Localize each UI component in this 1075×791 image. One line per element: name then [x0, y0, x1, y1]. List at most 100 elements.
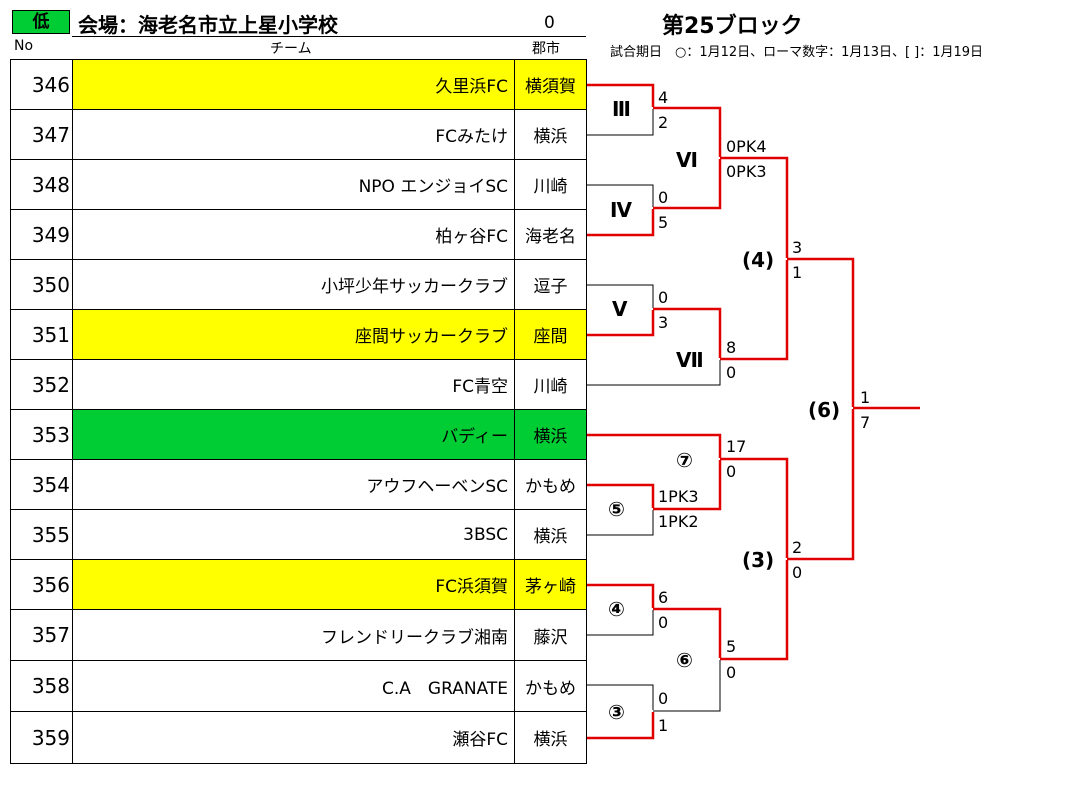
score-top: 0PK4: [726, 137, 767, 156]
match-label: (3): [742, 548, 775, 572]
score-bottom: 7: [860, 413, 871, 432]
team-city: 茅ヶ崎: [515, 560, 586, 609]
score-top: 2: [792, 538, 803, 557]
winner-line: [587, 310, 655, 337]
team-name: 柏ヶ谷FC: [73, 210, 515, 259]
score-bottom: 5: [658, 213, 669, 232]
winner-line: [587, 483, 655, 508]
team-city: 横浜: [515, 410, 586, 459]
winner-line: [653, 460, 722, 511]
match-label: ④: [608, 597, 625, 621]
team-city: 藤沢: [533, 627, 568, 648]
match-label: ③: [608, 700, 625, 724]
score-top: 6: [658, 588, 669, 607]
score-top: 1PK3: [658, 487, 699, 506]
team-name: 瀬谷FC: [73, 712, 515, 763]
score-bottom: 0: [792, 563, 803, 582]
title-underline: [72, 36, 586, 37]
match-label: Ⅵ: [676, 148, 698, 172]
score-bottom: 1: [658, 716, 669, 735]
header-zero-value: 0: [544, 13, 555, 33]
winner-line: [587, 83, 655, 107]
score-top: 17: [726, 437, 747, 456]
score-bottom: 0: [726, 363, 737, 382]
team-number: 359: [11, 712, 73, 763]
score-bottom: 3: [658, 313, 669, 332]
team-number: 348: [11, 160, 73, 209]
score-top: 0: [658, 288, 669, 307]
winner-line: [720, 560, 789, 661]
team-city: 川崎: [533, 377, 568, 397]
bracket-line: [653, 660, 721, 712]
team-name: FCみたけ: [73, 110, 515, 159]
team-name: C.A GRANATE: [73, 661, 515, 711]
score-top: 0: [658, 689, 669, 708]
bracket-line: [587, 360, 721, 386]
winner-line: [787, 257, 855, 407]
level-badge: 低: [12, 10, 70, 34]
bracket-line: [587, 610, 654, 636]
winner-line: [787, 409, 855, 561]
block-title: 第25ブロック: [662, 14, 803, 39]
score-top: 1: [860, 388, 871, 407]
team-city: 横浜: [533, 730, 568, 750]
team-name: NPO エンジョイSC: [73, 160, 515, 209]
column-header-team: チーム: [270, 41, 312, 57]
score-top: 4: [658, 88, 669, 107]
winner-line: [653, 307, 722, 358]
team-number: 357: [11, 610, 73, 660]
team-number: 354: [11, 460, 73, 509]
score-bottom: 0: [726, 462, 737, 481]
team-city: 横浜: [533, 527, 568, 547]
match-label: Ⅶ: [676, 348, 704, 372]
team-city: かもめ: [525, 678, 576, 699]
winner-line: [720, 457, 789, 558]
match-label: Ⅳ: [610, 198, 632, 222]
score-top: 5: [726, 637, 737, 656]
team-name: アウフヘーベンSC: [73, 460, 515, 509]
team-number: 347: [11, 110, 73, 159]
winner-line: [587, 433, 722, 458]
team-name: FC青空: [73, 360, 515, 409]
team-name: 座間サッカークラブ: [73, 310, 515, 359]
match-label: Ⅴ: [612, 297, 628, 321]
score-top: 3: [792, 238, 803, 257]
team-name: 小坪少年サッカークラブ: [73, 260, 515, 309]
match-date-legend: 試合期日 ○：1月12日、ローマ数字：1月13日、[ ]：1月19日: [610, 45, 984, 60]
team-city: 逗子: [533, 277, 568, 297]
team-number: 351: [11, 310, 73, 359]
score-bottom: 0: [726, 663, 737, 682]
match-label: (6): [808, 398, 841, 422]
match-label: ⑥: [676, 648, 693, 672]
team-name: 3BSC: [73, 510, 515, 559]
team-city: かもめ: [525, 477, 576, 497]
team-city: 横須賀: [515, 60, 586, 109]
team-number: 355: [11, 510, 73, 559]
team-city: 座間: [515, 310, 586, 359]
match-label: (4): [742, 248, 775, 272]
bracket-line: [587, 684, 654, 710]
bracket-line: [587, 284, 654, 308]
team-number: 350: [11, 260, 73, 309]
venue-title: 会場：海老名市立上星小学校: [78, 13, 338, 37]
winner-line: [720, 260, 789, 361]
bracket-line: [587, 184, 654, 207]
team-city: 川崎: [533, 177, 568, 197]
column-header-no: No: [14, 38, 34, 54]
bracket-line: [587, 109, 654, 136]
column-header-city: 郡市: [532, 41, 560, 57]
